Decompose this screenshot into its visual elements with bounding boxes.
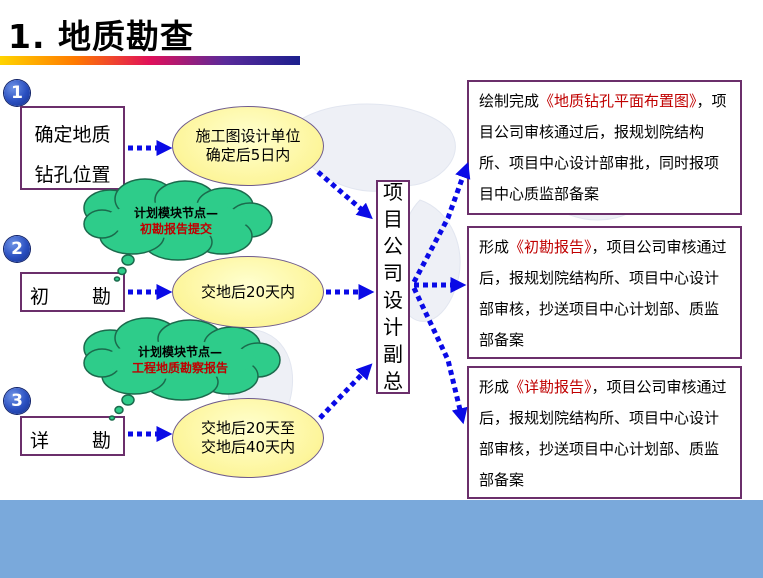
outcome-text: 通过后，报规划院结构所、项目中心设计部审核，抄送项目中心计划部、质监部备案 xyxy=(479,378,727,489)
stage-line: 钻孔位置 xyxy=(34,164,111,186)
page-title: 1. 地质勘查 xyxy=(8,17,194,56)
footer-band xyxy=(0,500,763,578)
cloud-callout-2 xyxy=(83,317,281,401)
outcome-box-1: 绘制完成《地质钻孔平面布置图》，项目公司审核通过后，报规划院结构所、项目中心设计… xyxy=(467,80,742,215)
arrow-timing3-to-approver xyxy=(318,363,373,420)
timing-oval-1: 施工图设计单位 确定后5日内 xyxy=(172,106,324,186)
milestone-name: 工程地质勘察报告 xyxy=(131,361,228,375)
approver-char: 设 xyxy=(383,288,403,312)
title-underline xyxy=(0,56,300,65)
stage-char: 详 xyxy=(30,430,50,452)
outcome-doc: 《地质钻孔平面布置图》 xyxy=(539,92,697,110)
outcome-doc: 《详勘报告》 xyxy=(509,378,592,396)
cloud-callout-1 xyxy=(83,178,273,261)
outcome-tail: ，项目公司审核 xyxy=(591,238,697,256)
stage-char: 初 xyxy=(30,286,50,308)
milestone-cloud-1: 计划模块节点— 初勘报告提交 xyxy=(100,205,252,237)
approver-design-deputy: 项 目 公 司 设 计 副 总 xyxy=(376,180,410,394)
stage-detailed-survey: 详 勘 xyxy=(20,416,125,456)
outcome-doc: 《初勘报告》 xyxy=(509,238,592,256)
approver-char: 司 xyxy=(383,261,403,285)
outcome-box-3: 形成《详勘报告》，项目公司审核通过后，报规划院结构所、项目中心设计部审核，抄送项… xyxy=(467,366,742,499)
timing-line: 交地后40天内 xyxy=(200,438,296,456)
timing-line: 确定后5日内 xyxy=(205,146,291,164)
stage-char: 勘 xyxy=(91,286,111,308)
milestone-label: 计划模块节点— xyxy=(133,206,218,220)
arrow-timing1-to-approver xyxy=(316,170,373,220)
outcome-tail: ， xyxy=(696,92,712,110)
approver-char: 公 xyxy=(383,234,403,258)
milestone-name: 初勘报告提交 xyxy=(139,222,212,236)
step-marker-2: 2 xyxy=(4,236,30,262)
approver-char: 计 xyxy=(383,315,403,339)
timing-line: 施工图设计单位 xyxy=(195,127,301,145)
outcome-lead: 形成 xyxy=(479,238,510,256)
outcome-box-2: 形成《初勘报告》，项目公司审核通过后，报规划院结构所、项目中心设计部审核，抄送项… xyxy=(467,226,742,359)
approver-char: 目 xyxy=(383,207,403,231)
timing-oval-3: 交地后20天至 交地后40天内 xyxy=(172,398,324,478)
approver-char: 项 xyxy=(383,180,403,204)
outcome-lead: 绘制完成 xyxy=(479,92,540,110)
milestone-label: 计划模块节点— xyxy=(137,345,222,359)
stage-preliminary-survey: 初 勘 xyxy=(20,272,125,312)
milestone-cloud-2: 计划模块节点— 工程地质勘察报告 xyxy=(104,344,256,376)
timing-oval-2: 交地后20天内 xyxy=(172,256,324,328)
step-marker-1: 1 xyxy=(4,80,30,106)
timing-line: 交地后20天内 xyxy=(200,282,296,301)
step-marker-3: 3 xyxy=(4,388,30,414)
approver-char: 总 xyxy=(383,369,403,393)
outcome-text: 通过后，报规划院结构所、项目中心设计部审核，抄送项目中心计划部、质监部备案 xyxy=(479,238,727,349)
arrow-approver-to-outcome1 xyxy=(411,161,471,284)
outcome-text: 项目公司审核通过后，报规划院结构所、项目中心设计部审批，同时报项目中心质监部备案 xyxy=(479,92,727,203)
stage-borehole-location: 确定地质 钻孔位置 xyxy=(20,106,125,190)
timing-line: 交地后20天至 xyxy=(200,419,296,437)
outcome-tail: ，项目公司审核 xyxy=(591,378,697,396)
stage-line: 确定地质 xyxy=(34,124,111,146)
approver-char: 副 xyxy=(383,342,403,366)
outcome-lead: 形成 xyxy=(479,378,510,396)
stage-char: 勘 xyxy=(91,430,111,452)
arrow-approver-to-outcome3 xyxy=(411,286,468,425)
